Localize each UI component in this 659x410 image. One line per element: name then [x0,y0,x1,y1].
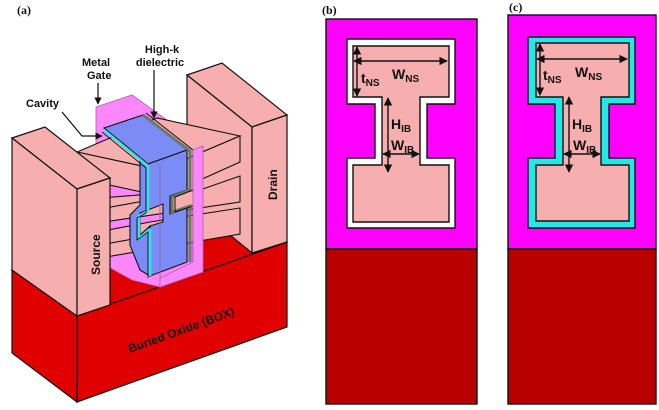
drain-side-face [251,114,288,254]
drain-label: Drain [266,169,280,200]
cavity-arrow [61,111,103,140]
panel-b-hib-label: HIB [391,116,411,135]
panel-b-box-region [325,248,478,405]
panel-a: (a) Buried Oxide (BOX) Drain [10,3,289,404]
svg-text:Cavity: Cavity [26,98,60,110]
source-block: Source [10,126,112,318]
panel-b-tns-label: tNS [361,70,380,89]
panel-b: (b) tNS WNS HIB WIB [322,3,478,405]
annotation-cavity: Cavity [26,98,103,140]
svg-text:dielectric: dielectric [136,57,184,69]
source-label: Source [89,234,103,275]
panel-c-wib-label: WIB [573,137,596,156]
panel-c-hib-label: HIB [572,116,592,135]
panel-c-box-region [507,248,657,405]
svg-text:High-k: High-k [145,44,180,56]
panel-c-tns-label: tNS [543,67,562,86]
metal-gate-front [159,145,204,288]
source-side-face [76,177,111,317]
panel-c: (c) tNS WNS HIB WIB [507,0,657,405]
annotation-high-k: High-k dielectric [136,44,184,119]
svg-text:Gate: Gate [87,70,111,82]
box-front-face [76,241,288,403]
annotation-metal-gate: Metal Gate [82,57,111,105]
gate-stack [101,112,194,288]
panel-b-wib-label: WIB [391,137,414,156]
cavity-strip [103,129,152,276]
panel-b-label: (b) [322,3,337,17]
panel-b-wns-label: WNS [392,66,419,85]
panel-a-label: (a) [17,3,31,17]
svg-text:Metal: Metal [82,57,110,69]
high-k-dielectric [142,113,192,262]
panel-c-wns-label: WNS [575,64,602,83]
panel-c-channel [535,42,630,222]
panel-c-label: (c) [509,0,522,14]
panel-b-channel [352,45,450,223]
